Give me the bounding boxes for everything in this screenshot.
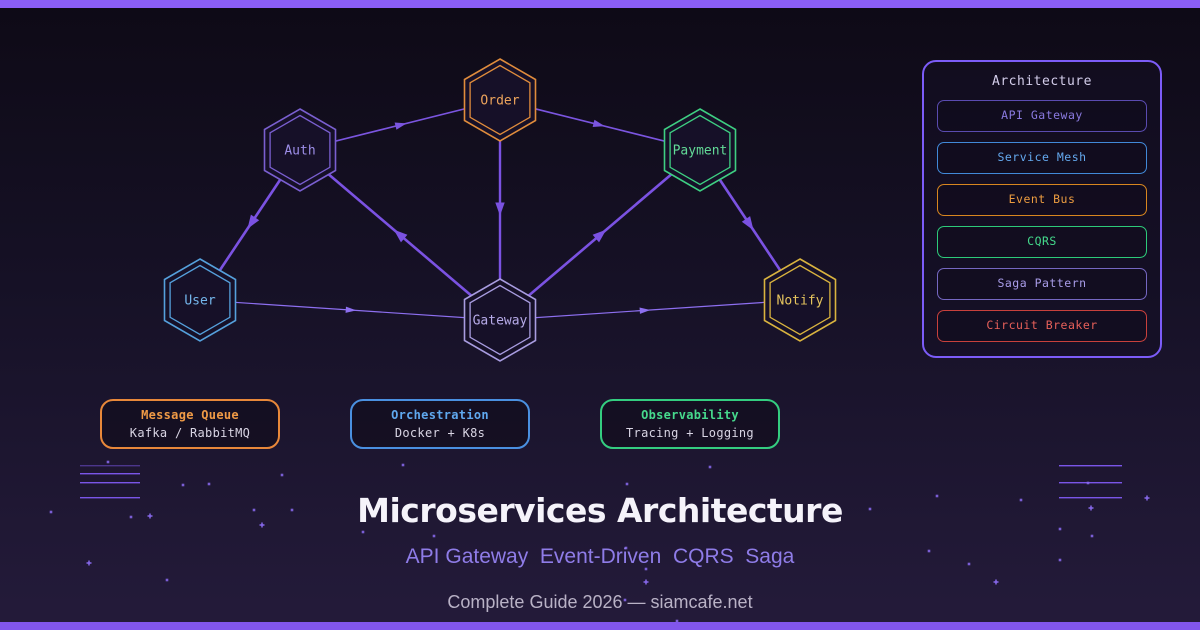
star-icon [1058,558,1062,562]
bottom-accent-bar [0,622,1200,630]
panel-item-saga-pattern: Saga Pattern [937,268,1147,300]
star-icon [967,562,971,566]
star-icon [261,522,263,528]
node-label-user: User [184,294,215,309]
edge-arrowhead [247,214,260,229]
star-icon [181,483,185,487]
node-label-auth: Auth [284,144,315,159]
main-title: Microservices Architecture [357,491,843,530]
top-accent-bar [0,0,1200,8]
edge-arrowhead [394,122,407,130]
edge-arrowhead [592,119,605,127]
node-hex-inner-user [169,264,231,336]
info-box-title: Observability [641,408,739,422]
star-icon [401,463,405,467]
node-hex-inner-notify [769,264,831,336]
star-icon [1090,505,1092,511]
star-icon [644,567,648,571]
node-label-notify: Notify [777,294,824,309]
star-icon [165,578,169,582]
star-icon [935,494,939,498]
info-box-title: Orchestration [391,408,489,422]
star-icon [280,473,284,477]
node-hex-gateway [463,278,537,362]
panel-item-cqrs: CQRS [937,226,1147,258]
node-hex-payment [663,108,737,192]
star-icon [645,579,647,585]
info-box-body: Kafka / RabbitMQ [129,426,251,440]
edge-arrowhead [345,306,357,313]
star-icon [88,560,90,566]
star-icon [361,530,365,534]
info-box-body: Tracing + Logging [626,426,754,440]
star-icon [625,482,629,486]
star-icon [290,508,294,512]
star-icon [432,534,436,538]
edge-arrowhead [393,229,408,243]
node-hex-inner-order [469,64,531,136]
decor-line [1059,465,1122,467]
star-icon [623,598,627,602]
star-icon [129,515,133,519]
decor-line [1059,497,1122,499]
footer-credit: Complete Guide 2026 — siamcafe.net [447,592,753,612]
node-label-gateway: Gateway [473,314,528,329]
node-hex-auth [263,108,337,192]
panel-item-circuit-breaker: Circuit Breaker [937,310,1147,342]
star-icon [1086,481,1090,485]
decor-line [80,497,140,499]
panel-item-event-bus: Event Bus [937,184,1147,216]
star-icon [927,549,931,553]
info-box-body: Docker + K8s [394,426,486,440]
star-icon [1146,495,1148,501]
star-icon [995,579,997,585]
node-hex-notify [763,258,837,342]
panel-title: Architecture [992,74,1092,89]
star-icon [624,546,628,550]
decor-line [1059,482,1122,484]
edge-arrowhead [592,229,607,243]
star-icon [106,460,110,464]
panel-item-service-mesh: Service Mesh [937,142,1147,174]
edge-arrowhead [495,202,505,216]
star-icon [252,508,256,512]
node-label-payment: Payment [673,144,728,159]
decor-line [80,465,140,467]
node-hex-inner-auth [269,114,331,186]
subtitle: API Gateway Event-Driven CQRS Saga [405,545,795,568]
star-icon [207,482,211,486]
edge-arrowhead [639,307,651,314]
star-icon [1090,534,1094,538]
star-icon [675,619,679,623]
decor-line [80,473,140,475]
node-label-order: Order [480,94,519,109]
info-box-title: Message Queue [141,408,239,422]
node-hex-order [463,58,537,142]
node-hex-user [163,258,237,342]
star-icon [708,465,712,469]
panel-item-api-gateway: API Gateway [937,100,1147,132]
node-hex-inner-payment [669,114,731,186]
star-icon [868,507,872,511]
node-hex-inner-gateway [469,284,531,356]
star-icon [1019,498,1023,502]
edge-arrowhead [741,216,754,231]
star-icon [49,510,53,514]
star-icon [1058,527,1062,531]
decor-line [80,482,140,484]
star-icon [149,513,151,519]
